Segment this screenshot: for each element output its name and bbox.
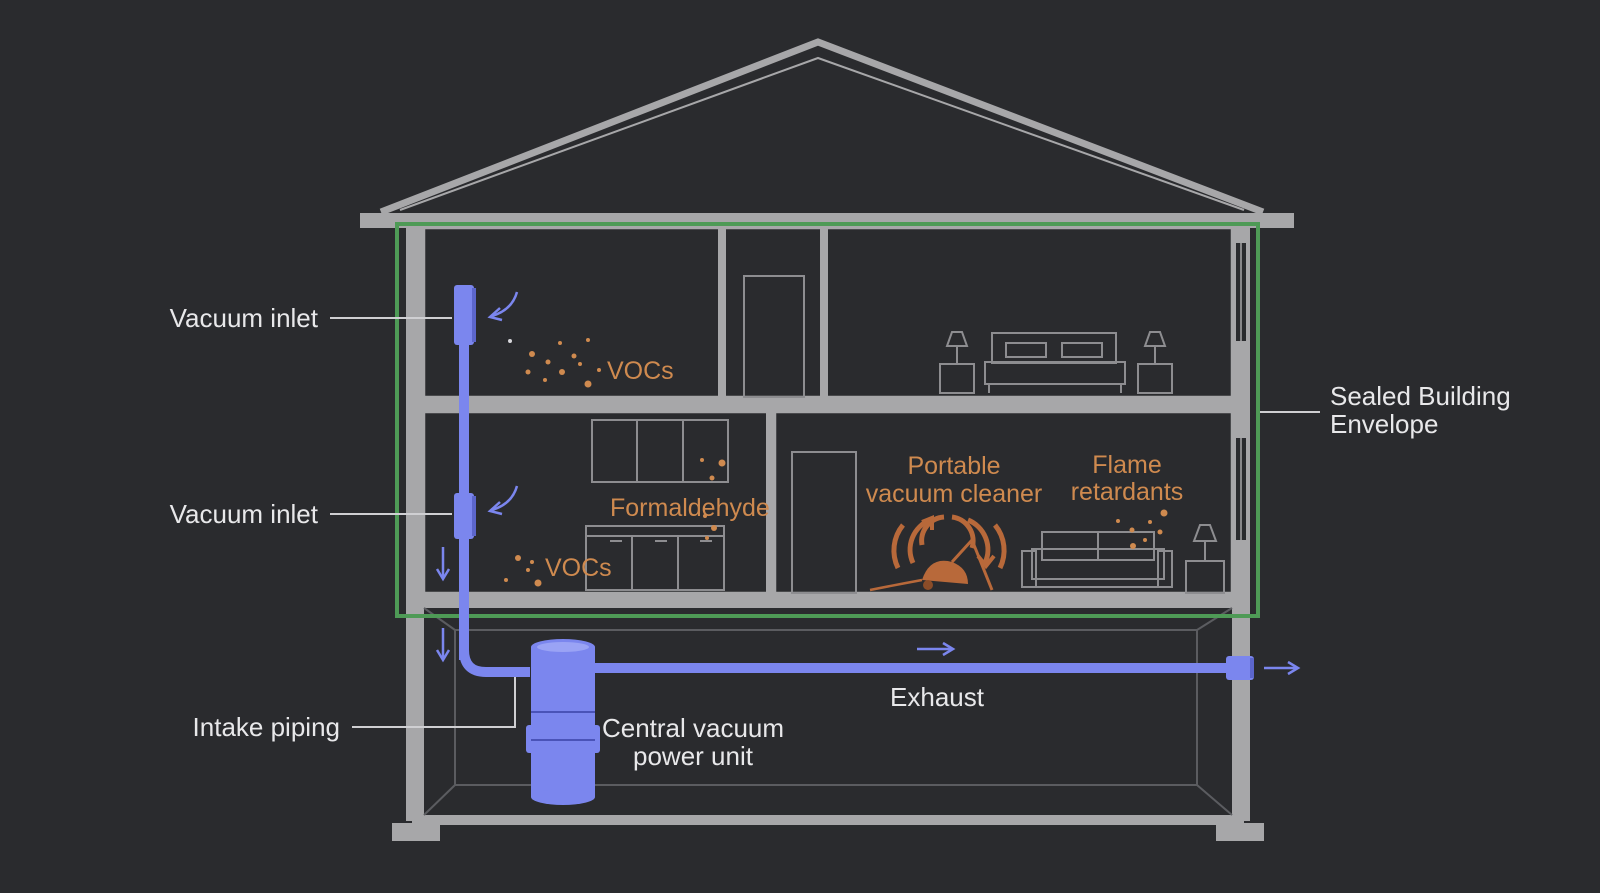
- basement-perspective: [423, 607, 1233, 816]
- text-labels: Vacuum inlet Vacuum inlet Intake piping …: [170, 303, 1511, 771]
- vacuum-inlet-lower[interactable]: [454, 493, 474, 539]
- label-vacuum-inlet-upper: Vacuum inlet: [170, 303, 319, 333]
- label-envelope-1: Sealed Building: [1330, 381, 1511, 411]
- upper-middle-room: [718, 226, 824, 399]
- inlet-upper-arrow-icon: [491, 291, 519, 318]
- central-vacuum-system: [454, 285, 1254, 805]
- label-vacuum-inlet-lower: Vacuum inlet: [170, 499, 319, 529]
- house-structure: [360, 38, 1294, 841]
- pollutant-particles: [504, 338, 1168, 587]
- pollutant-portable-2: vacuum cleaner: [866, 480, 1042, 508]
- bed-icon: [984, 332, 1126, 393]
- leader-intake-piping: [352, 677, 516, 728]
- basement-floor: [412, 815, 1244, 825]
- left-wall: [406, 228, 424, 821]
- pollutant-vocs-lower: VOCs: [545, 554, 612, 582]
- upper-right-room: [820, 226, 1234, 399]
- pollutant-flame-2: retardants: [1071, 478, 1184, 506]
- second-floor-slab: [416, 397, 1240, 412]
- left-footing: [392, 823, 440, 841]
- sofa-icon: [1021, 531, 1173, 588]
- kitchen-cabinets: [585, 419, 729, 591]
- exhaust-outlet: [1226, 656, 1254, 680]
- airflow-arrows: [435, 291, 1301, 676]
- upper-door: [743, 275, 805, 398]
- leader-lines: [330, 317, 1320, 728]
- sealed-envelope-boundary: [395, 222, 1260, 618]
- vacuum-inlet-upper[interactable]: [454, 285, 474, 345]
- roof-inner-line: [399, 56, 1245, 211]
- label-intake-piping: Intake piping: [193, 712, 340, 742]
- portable-vacuum-cleaner-icon: [869, 514, 1007, 592]
- label-exhaust: Exhaust: [890, 682, 985, 712]
- roof-outline: [379, 38, 1265, 216]
- first-floor-slab: [416, 593, 1240, 608]
- riser-elbow: [459, 649, 530, 677]
- lamp-left-icon: [939, 331, 975, 394]
- label-envelope-2: Envelope: [1330, 409, 1438, 439]
- label-central-unit-2: power unit: [633, 741, 754, 771]
- exhaust-pipe: [595, 663, 1227, 673]
- pollutant-portable-1: Portable: [907, 452, 1000, 480]
- interior-details: [585, 275, 1225, 594]
- right-footing: [1216, 823, 1264, 841]
- lamp-right-icon: [1137, 331, 1173, 394]
- living-room-door: [791, 451, 857, 594]
- living-room: [773, 410, 1234, 595]
- label-central-unit-1: Central vacuum: [602, 713, 784, 743]
- pollutant-formaldehyde: Formaldehyde: [610, 494, 770, 522]
- living-lamp-icon: [1185, 524, 1225, 594]
- pollutant-vocs-upper: VOCs: [607, 357, 674, 385]
- inlet-lower-arrow-icon: [491, 485, 519, 512]
- central-vacuum-power-unit[interactable]: [526, 639, 600, 805]
- pollutant-flame-1: Flame: [1092, 451, 1161, 479]
